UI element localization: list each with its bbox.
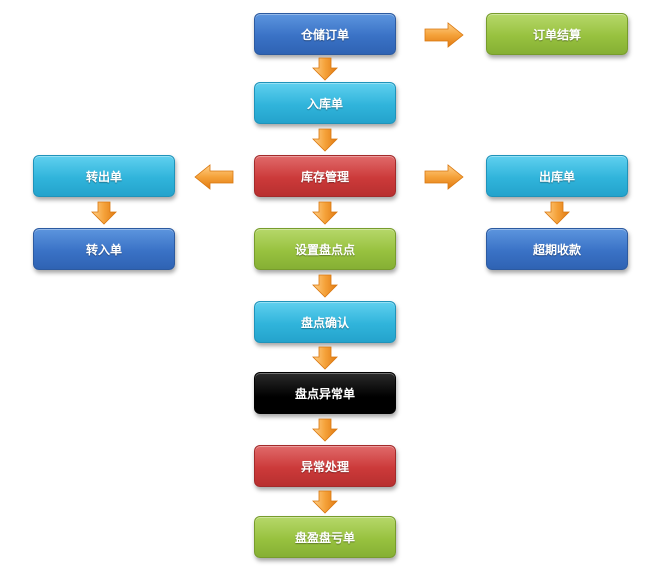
node-set-stocktake-point[interactable]: 设置盘点点 xyxy=(254,228,396,270)
arrow-down-icon xyxy=(312,490,338,514)
arrow-down-icon xyxy=(312,128,338,152)
node-overdue-collection[interactable]: 超期收款 xyxy=(486,228,628,270)
node-order-settlement[interactable]: 订单结算 xyxy=(486,13,628,55)
arrow-right-icon xyxy=(424,164,464,190)
arrow-down-icon xyxy=(312,274,338,298)
arrow-right-icon xyxy=(424,22,464,48)
arrow-down-icon xyxy=(91,201,117,225)
node-stocktake-confirm[interactable]: 盘点确认 xyxy=(254,301,396,343)
arrow-down-icon xyxy=(544,201,570,225)
node-transfer-in[interactable]: 转入单 xyxy=(33,228,175,270)
node-warehouse-order[interactable]: 仓储订单 xyxy=(254,13,396,55)
arrow-down-icon xyxy=(312,201,338,225)
node-inbound-order[interactable]: 入库单 xyxy=(254,82,396,124)
arrow-down-icon xyxy=(312,346,338,370)
arrow-down-icon xyxy=(312,418,338,442)
arrow-left-icon xyxy=(194,164,234,190)
node-transfer-out[interactable]: 转出单 xyxy=(33,155,175,197)
node-exception-handling[interactable]: 异常处理 xyxy=(254,445,396,487)
node-outbound-order[interactable]: 出库单 xyxy=(486,155,628,197)
node-surplus-loss[interactable]: 盘盈盘亏单 xyxy=(254,516,396,558)
node-inventory-management[interactable]: 库存管理 xyxy=(254,155,396,197)
arrow-down-icon xyxy=(312,57,338,81)
node-stocktake-exception[interactable]: 盘点异常单 xyxy=(254,372,396,414)
